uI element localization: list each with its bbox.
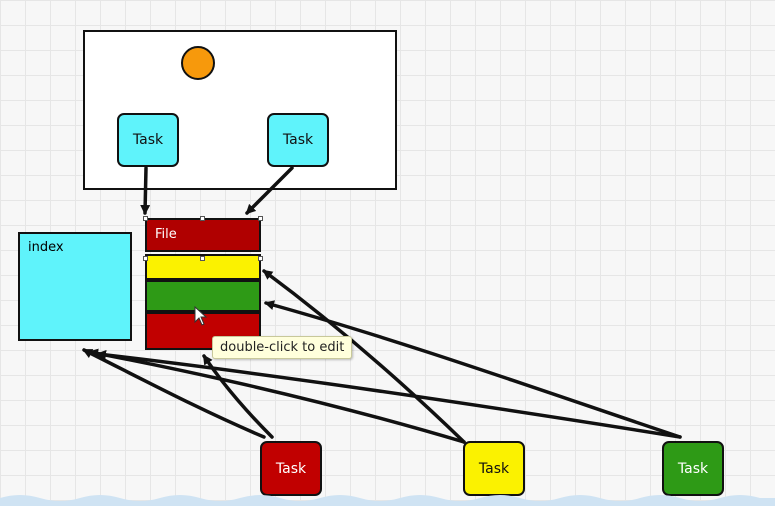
task-top-right[interactable]: Task: [267, 113, 329, 167]
orange-circle-shape[interactable]: [181, 46, 215, 80]
task-bottom-red-label: Task: [275, 460, 307, 477]
resize-handle-br[interactable]: [258, 256, 263, 261]
resize-handle-tr[interactable]: [258, 216, 263, 221]
edit-tooltip: double-click to edit: [212, 336, 353, 359]
file-segment-green[interactable]: [145, 280, 261, 312]
arrow-red-to-index: [82, 348, 266, 439]
resize-handle-tl[interactable]: [143, 216, 148, 221]
mouse-pointer-icon: [194, 306, 208, 326]
index-label: index: [28, 240, 64, 255]
arrow-red-to-file: [202, 354, 274, 439]
task-top-left[interactable]: Task: [117, 113, 179, 167]
task-bottom-green[interactable]: Task: [662, 441, 724, 496]
task-top-left-label: Task: [132, 132, 164, 148]
arrow-yellow-to-index: [88, 348, 466, 444]
resize-handle-bc[interactable]: [200, 256, 205, 261]
bottom-wave-decoration: [0, 495, 775, 506]
file-header-segment[interactable]: File: [145, 218, 261, 252]
arrow-green-to-file: [264, 300, 682, 439]
resize-handle-tc[interactable]: [200, 216, 205, 221]
task-top-right-label: Task: [282, 132, 314, 148]
task-bottom-red[interactable]: Task: [260, 441, 322, 496]
index-box[interactable]: index: [18, 232, 132, 341]
task-bottom-yellow[interactable]: Task: [463, 441, 525, 496]
arrow-green-to-index: [96, 349, 682, 439]
task-bottom-yellow-label: Task: [478, 460, 510, 477]
file-label: File: [155, 227, 177, 242]
resize-handle-bl[interactable]: [143, 256, 148, 261]
task-bottom-green-label: Task: [677, 460, 709, 477]
file-stack[interactable]: File: [145, 218, 261, 350]
